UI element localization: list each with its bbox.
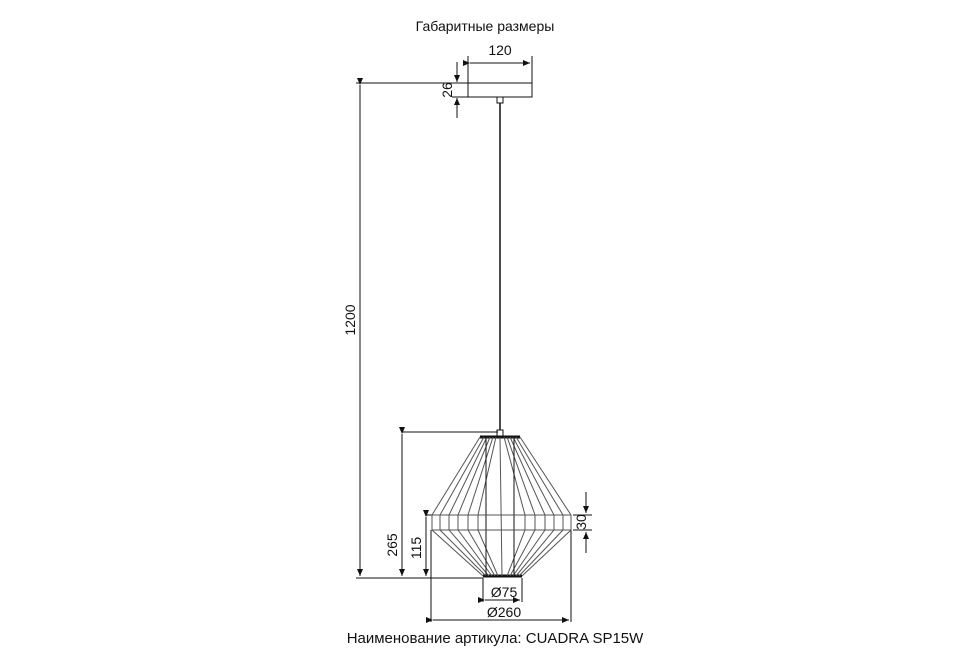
dim-total-height: 1200: [342, 304, 358, 335]
dim-band-height: 30: [573, 514, 589, 530]
lamp-shade: [431, 435, 572, 578]
dim-canopy-height: 26: [439, 82, 455, 98]
dim-max-diameter: Ø260: [487, 604, 521, 620]
dim-shade-height: 265: [384, 533, 400, 557]
dim-lower-height: 115: [408, 537, 424, 560]
drawing-title: Габаритные размеры: [415, 18, 555, 34]
article-caption: Наименование артикула: CUADRA SP15W: [346, 630, 644, 647]
canopy: [467, 82, 533, 98]
dim-canopy-width: 120: [488, 42, 512, 58]
dim-bottom-diameter: Ø75: [491, 584, 518, 600]
